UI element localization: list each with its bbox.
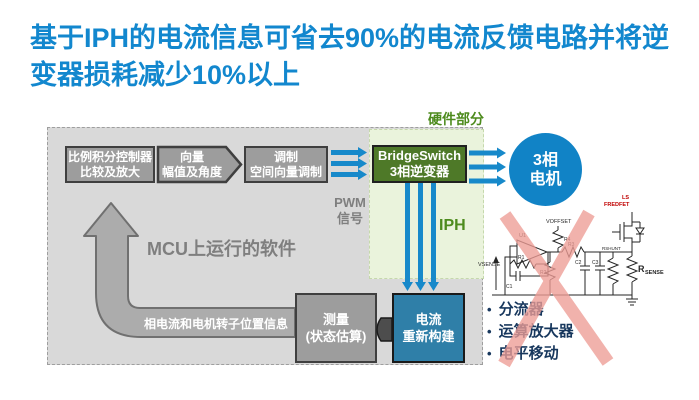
motor-circle: 3相 电机 [509,133,582,206]
block-reconstruction-line1: 电流 [415,312,442,327]
circuit-lines [492,212,645,306]
bridgeswitch-line1: BridgeSwitch [377,148,462,163]
motor-line1: 3相 [533,151,558,169]
block-vector-line2: 幅值及角度 [161,164,222,179]
block-measurement-line2: (状态估算) [305,329,367,344]
bullet-opamp: • 运算放大器 [487,321,574,343]
block-pi-line1: 比例积分控制器 [67,149,152,164]
label-r4: R4 [564,237,571,243]
bullet-dot: • [487,346,492,361]
label-rsense: R [638,264,645,274]
block-current-reconstruction: 电流 重新构建 [392,293,465,363]
label-voffset: VOFFSET [546,219,572,225]
block-modulation-line1: 调制 [273,149,298,164]
pwm-signal-label: PWM 信号 [329,195,371,227]
label-fredfet-ls: LS [622,195,629,201]
pwm-label-line1: PWM [334,195,366,210]
block-modulation: 调制 空间向量调制 [244,146,328,183]
bullet-dot: • [487,302,492,317]
pwm-label-line2: 信号 [336,211,363,226]
block-measurement-line1: 测量 [322,312,349,327]
label-c1: C1 [506,284,513,290]
bullet-opamp-label: 运算放大器 [498,323,574,340]
block-pi-line2: 比较及放大 [79,164,140,179]
label-rshunt: RSHUNT [602,246,621,251]
label-u1: U1 [519,233,526,239]
block-vector: 向量 幅值及角度 [157,146,227,183]
vector-block-shape [156,145,243,184]
bullet-dot: • [487,324,492,339]
label-r3: R3 [568,242,575,248]
block-measurement: 测量 (状态估算) [295,293,377,363]
block-pi-controller: 比例积分控制器 比较及放大 [65,146,155,183]
iph-label: IPH [439,217,466,234]
motor-line2: 电机 [529,170,562,188]
label-r2: R2 [540,270,547,276]
hardware-area-label: 硬件部分 [428,111,484,127]
label-c2: C2 [575,260,582,266]
block-bridgeswitch: BridgeSwitch 3相逆变器 [372,145,467,183]
label-rsense-sub: SENSE [645,270,664,276]
title-line-2: 变器损耗减少10%以上 [30,60,301,90]
bridgeswitch-line2: 3相逆变器 [389,164,450,179]
circuit-labels: VSENSE VOFFSET U1 R1 R2 R3 R4 C1 C2 C3 R… [478,195,664,290]
bullet-levelshift-label: 电平移动 [498,345,559,362]
label-r1: R1 [518,255,525,261]
mcu-software-label: MCU上运行的软件 [147,239,296,259]
vector-pentagon [156,145,243,184]
bullet-shunt-label: 分流器 [498,301,544,318]
block-reconstruction-line2: 重新构建 [402,329,455,344]
label-fredfet: FREDFET [604,202,630,208]
title-line-1: 基于IPH的电流信息可省去90%的电流反馈电路并将逆 [30,23,670,53]
eliminated-bullet-list: • 分流器 • 运算放大器 • 电平移动 [487,299,574,365]
block-vector-line1: 向量 [179,149,204,164]
feedback-arrow-label: 相电流和电机转子位置信息 [143,317,288,331]
page-title: 基于IPH的电流信息可省去90%的电流反馈电路并将逆 变器损耗减少10%以上 [30,20,685,94]
block-modulation-line2: 空间向量调制 [249,164,322,179]
bullet-shunt: • 分流器 [487,299,574,321]
label-c3: C3 [592,260,599,266]
bullet-levelshift: • 电平移动 [487,343,574,365]
